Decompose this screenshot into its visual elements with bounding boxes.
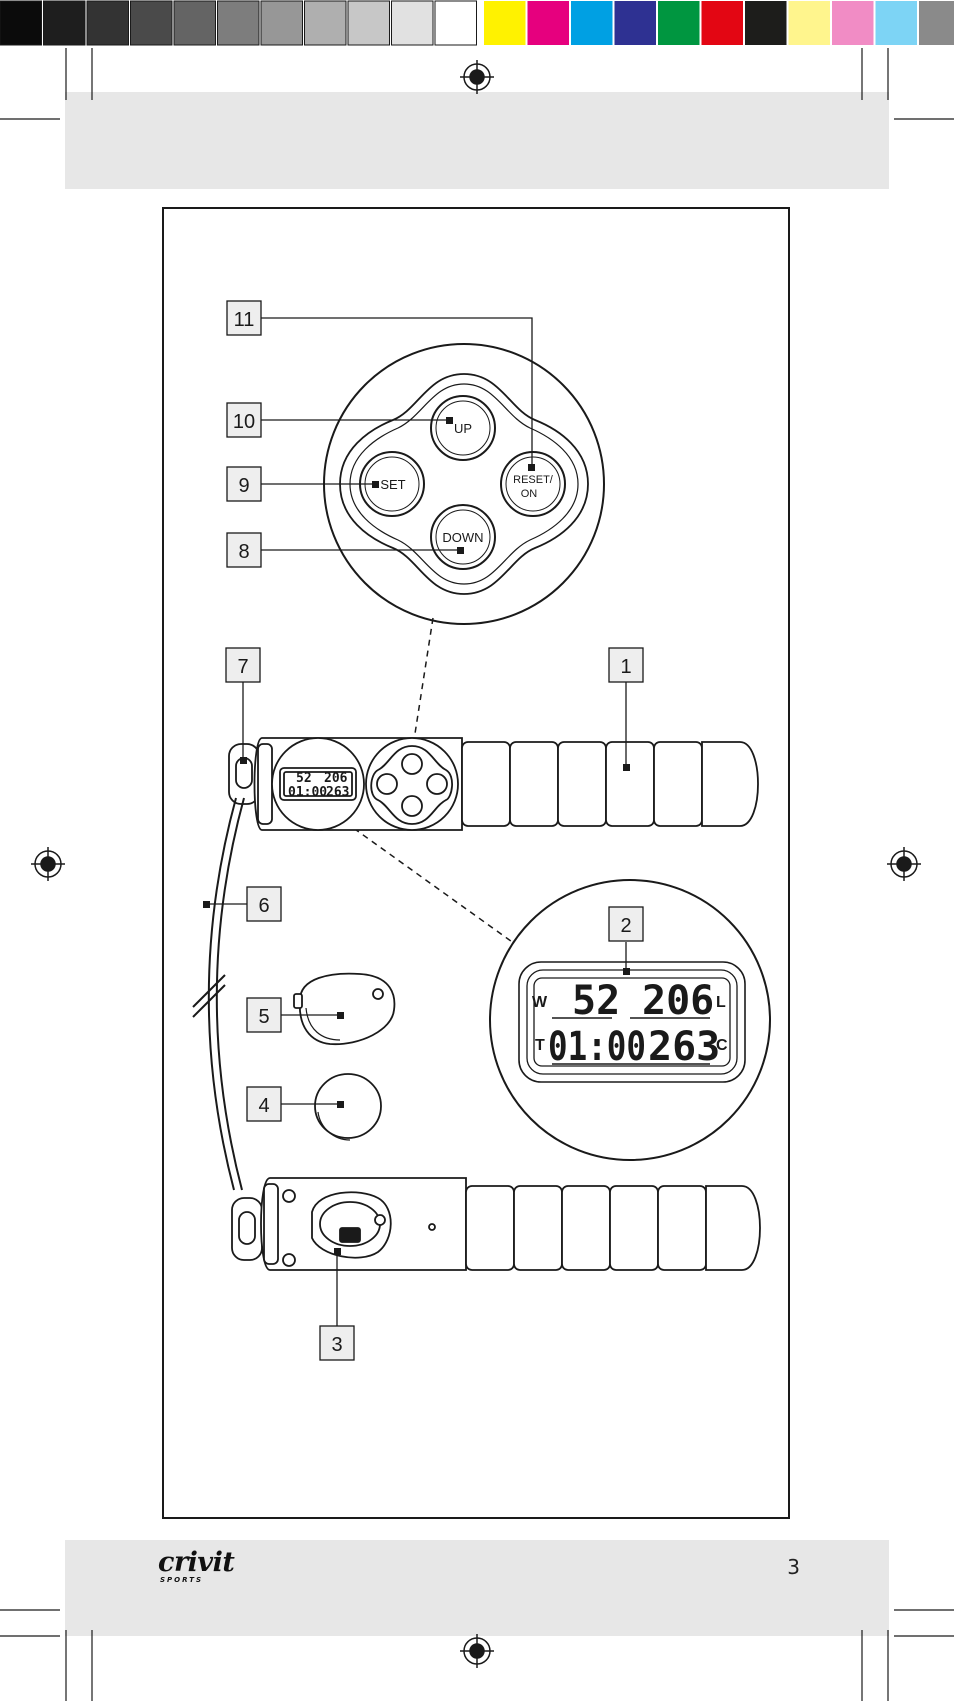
callout-leaders (206, 317, 627, 1334)
crop-marks (0, 48, 954, 1701)
display-count-value: 263 (648, 1024, 720, 1070)
gray-swatch (347, 0, 390, 46)
callout-box-5 (246, 997, 282, 1033)
display-label-w: W (532, 994, 548, 1011)
callout-number-2: 2 (620, 915, 631, 937)
gray-swatch (173, 0, 216, 46)
gray-swatch (391, 0, 434, 46)
callout-anchors (203, 417, 630, 1255)
callout-number-9: 9 (238, 475, 249, 497)
display-weight-value: 52 (572, 978, 620, 1024)
callout-box-8 (226, 532, 262, 568)
gray-swatch (434, 0, 477, 46)
callout-number-7: 7 (237, 656, 248, 678)
down-button (430, 504, 496, 570)
process-color-swatch (745, 1, 787, 45)
process-color-swatch (701, 1, 743, 45)
callout-number-5: 5 (258, 1006, 269, 1028)
display-length-value: 206 (642, 978, 714, 1024)
registration-mark-bottom (460, 1634, 494, 1668)
callout-box-1 (608, 647, 644, 683)
display-label-t: T (535, 1037, 545, 1054)
process-color-swatch (571, 1, 613, 45)
callout-box-2 (608, 906, 644, 942)
callout-box-6 (246, 886, 282, 922)
up-button (430, 395, 496, 461)
bottom-handle (231, 1177, 761, 1271)
callout-number-11: 11 (234, 309, 255, 331)
set-button-label: SET (380, 477, 405, 492)
registration-mark-left (31, 847, 65, 881)
page-number: 3 (787, 1555, 800, 1579)
footer-band (65, 1540, 889, 1636)
down-button-label: DOWN (442, 530, 483, 545)
reset-button-label-line2: ON (521, 488, 538, 500)
mini-display-length: 206 (324, 771, 348, 786)
process-color-swatch (919, 1, 954, 45)
figure-frame (162, 207, 790, 1519)
process-color-swatch (658, 1, 700, 45)
callout-box-11 (226, 300, 262, 336)
mini-display-weight: 52 (296, 771, 312, 786)
top-handle (228, 737, 759, 831)
callout-box-3 (319, 1325, 355, 1361)
crivit-sports-logo: crivit SPORTS (158, 1548, 238, 1588)
brand-subline: SPORTS (160, 1576, 204, 1584)
brand-wordmark: crivit (158, 1547, 235, 1578)
up-button-label: UP (454, 421, 472, 436)
dashed-connector-display (344, 821, 516, 945)
callout-box-4 (246, 1086, 282, 1122)
battery-cell (314, 1073, 382, 1141)
jump-rope-cable (207, 797, 237, 1191)
dashed-connector-pad (413, 617, 434, 741)
callout-number-3: 3 (331, 1334, 342, 1356)
gray-swatch (304, 0, 347, 46)
registration-mark-right (887, 847, 921, 881)
gray-swatch (43, 0, 86, 46)
display-label-c: C (716, 1037, 728, 1054)
gray-swatch (217, 0, 260, 46)
gray-swatch (260, 0, 303, 46)
callout-box-10 (226, 402, 262, 438)
callout-number-1: 1 (620, 656, 631, 678)
callout-number-6: 6 (258, 895, 269, 917)
mini-display-count: 263 (326, 785, 349, 800)
callout-box-9 (226, 466, 262, 502)
process-color-swatch (614, 1, 656, 45)
reset-button-label-line1: RESET/ (513, 474, 554, 486)
callout-box-7 (225, 647, 261, 683)
registration-mark-top (460, 60, 494, 94)
gray-swatch (86, 0, 129, 46)
battery-cover (293, 972, 396, 1045)
process-color-swatch (832, 1, 874, 45)
process-color-swatch (788, 1, 830, 45)
process-color-swatch (527, 1, 569, 45)
process-color-swatch (875, 1, 917, 45)
gray-swatch (130, 0, 173, 46)
callout-number-8: 8 (238, 541, 249, 563)
mini-display-time: 01:00 (288, 785, 327, 800)
header-band (65, 92, 889, 189)
reset-on-button (500, 451, 566, 517)
display-detail (489, 879, 771, 1161)
callout-number-10: 10 (233, 411, 255, 433)
callout-number-4: 4 (258, 1095, 269, 1117)
color-registration-bar (0, 0, 954, 46)
gray-swatch (0, 0, 42, 46)
display-time-value: 01:00 (548, 1024, 646, 1070)
display-label-l: L (716, 994, 726, 1011)
process-color-swatch (484, 1, 526, 45)
